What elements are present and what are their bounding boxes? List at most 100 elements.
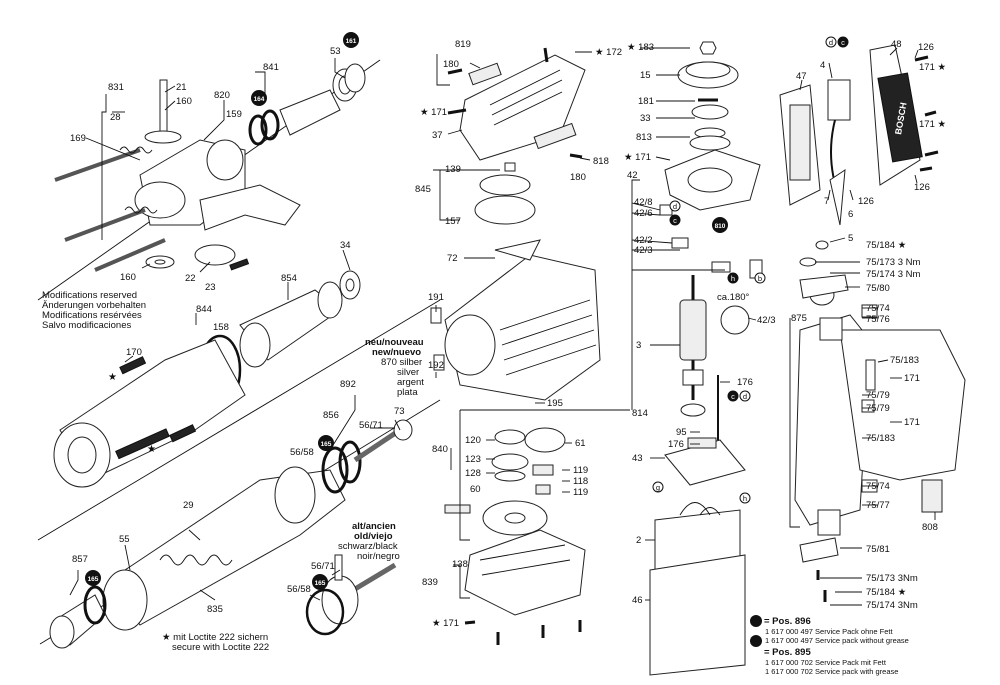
label-53: 53: [330, 46, 341, 57]
label-808: 808: [922, 522, 938, 533]
seal-896-legend: [750, 615, 762, 627]
seal-165b: [85, 570, 101, 586]
mod-line-4: Salvo modificaciones: [42, 320, 131, 331]
label-75183b: 75/183: [866, 433, 895, 444]
label-857: 857: [72, 554, 88, 565]
label-34: 34: [340, 240, 351, 251]
label-119a: 119: [573, 465, 588, 476]
callout-d2: d: [673, 202, 677, 211]
seal-895-legend: [750, 635, 762, 647]
gears-cluster: [444, 427, 566, 536]
label-5671b: 56/71: [311, 561, 335, 572]
new-line-3: 870 silber: [381, 357, 422, 368]
label-139: 139: [445, 164, 461, 175]
label-28: 28: [110, 112, 121, 123]
label-7580: 75/80: [866, 283, 890, 294]
label-126b: 126: [858, 196, 874, 207]
callout-c: c: [841, 38, 845, 47]
label-138: 138: [452, 559, 468, 570]
service-pack-legend: = Pos. 896 1 617 000 497 Service Pack oh…: [764, 616, 909, 676]
label-813: 813: [636, 132, 652, 143]
modifications-note: Modifications reserved Änderungen vorbeh…: [42, 290, 146, 331]
seal-164: [251, 90, 267, 106]
label-845: 845: [415, 184, 431, 195]
label-7: 7: [824, 196, 829, 207]
label-176a: 176: [737, 377, 753, 388]
label-169: 169: [70, 133, 86, 144]
label-171b: ★ 171: [432, 618, 459, 629]
label-818: 818: [593, 156, 609, 167]
label-171g: 171: [904, 417, 920, 428]
loctite-line-1: ★ mit Loctite 222 sichern: [162, 632, 268, 643]
crank-cluster: [474, 162, 536, 225]
new-line-5: argent: [397, 377, 424, 388]
side-handle-cluster: [54, 63, 366, 272]
old-line-4: noir/negro: [357, 551, 400, 562]
label-820: 820: [214, 90, 230, 101]
new-line-4: silver: [397, 367, 419, 378]
label-7581: 75/81: [866, 544, 890, 555]
label-119b: 119: [573, 487, 588, 498]
label-176b: 176: [668, 439, 684, 450]
label-75183a: 75/183: [890, 355, 919, 366]
switch-grip-cluster: BOSCH: [779, 44, 939, 226]
label-5658b: 56/58: [287, 584, 311, 595]
label-160a: 160: [176, 96, 192, 107]
seal-165a: [318, 435, 334, 451]
label-126c: 126: [914, 182, 930, 193]
callout-d3: d: [743, 392, 747, 401]
gear-case: [464, 529, 586, 645]
label-841: 841: [263, 62, 279, 73]
label-37: 37: [432, 130, 443, 141]
label-2: 2: [636, 535, 641, 546]
label-7574a: 75/74: [866, 303, 890, 314]
new-line-2: new/nuevo: [372, 347, 421, 358]
label-195: 195: [547, 398, 563, 409]
label-814: 814: [632, 408, 648, 419]
callout-h: h: [731, 274, 735, 283]
callout-g: g: [656, 483, 660, 492]
pos896-line-1: 1 617 000 497 Service Pack ohne Fett: [765, 627, 894, 636]
old-version-note: alt/ancien old/viejo schwarz/black noir/…: [338, 521, 400, 562]
old-line-1: alt/ancien: [352, 521, 396, 532]
label-23: 23: [205, 282, 216, 293]
old-line-3: schwarz/black: [338, 541, 398, 552]
label-4: 4: [820, 60, 825, 71]
seal-165b-text: 165: [88, 576, 99, 583]
label-875: 875: [791, 313, 807, 324]
label-15: 15: [640, 70, 651, 81]
callout-h2: h: [743, 494, 747, 503]
label-192: 192: [428, 360, 444, 371]
label-7576: 75/76: [866, 314, 890, 325]
label-48: 48: [891, 39, 902, 50]
label-831: 831: [108, 82, 124, 93]
label-183: ★ 183: [627, 42, 654, 53]
label-171a: ★ 171: [420, 107, 447, 118]
part-labels: 169 831 28 21 160 820 159 841 53 22 23 1…: [70, 39, 946, 629]
old-line-2: old/viejo: [354, 531, 393, 542]
pos895-title-visible: = Pos. 895: [764, 647, 811, 658]
label-840: 840: [432, 444, 448, 455]
label-120: 120: [465, 435, 481, 446]
label-75184a: 75/184 ★: [866, 240, 907, 251]
label-5658a: 56/58: [290, 447, 314, 458]
pos895-line-2: 1 617 000 702 Service pack with grease: [765, 667, 898, 676]
label-22: 22: [185, 273, 196, 284]
gear-housing: [430, 239, 601, 401]
leader-lines: [69, 47, 936, 606]
loctite-line-2: secure with Loctite 222: [172, 642, 269, 653]
label-43: 43: [632, 453, 643, 464]
label-60: 60: [470, 484, 481, 495]
label-819: 819: [455, 39, 471, 50]
label-75184b: 75/184 ★: [866, 587, 907, 598]
label-128: 128: [465, 468, 481, 479]
letter-callouts: d c d c h b c d h g: [652, 36, 849, 504]
loctite-star-2: ★: [147, 444, 156, 455]
label-844: 844: [196, 304, 212, 315]
label-172: ★ 172: [595, 47, 622, 58]
label-854: 854: [281, 273, 297, 284]
label-171d: 171 ★: [919, 62, 946, 73]
seal-164-text: 164: [254, 96, 265, 103]
label-426: 42/6: [634, 208, 653, 219]
